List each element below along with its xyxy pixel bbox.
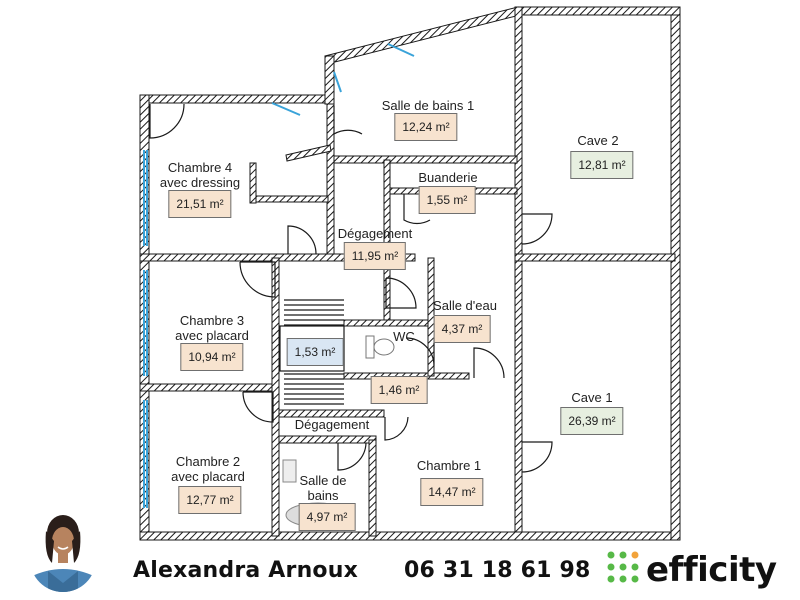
room-name-salle-d-eau: Salle d'eau — [433, 298, 497, 313]
room-area-salle-de-bains-1: 12,24 m² — [394, 113, 458, 141]
room-name-cave-1: Cave 1 — [571, 390, 613, 405]
room-area-chambre-2: 12,77 m² — [178, 486, 242, 514]
room-name-salle-de-bains: Salle de bains — [299, 473, 347, 503]
room-area-chambre-3: 10,94 m² — [180, 343, 244, 371]
agent-phone: 06 31 18 61 98 — [404, 558, 591, 583]
room-area-salle-de-bains: 4,97 m² — [298, 503, 356, 531]
room-name-wc: WC — [393, 329, 415, 344]
brand-name: efficity — [646, 550, 777, 590]
windows — [143, 43, 415, 508]
room-area-chambre-4: 21,51 m² — [168, 190, 232, 218]
room-name-degagement-bottom: Dégagement — [294, 417, 370, 432]
room-name-chambre-4: Chambre 4 avec dressing — [159, 160, 241, 190]
room-area-salle-d-eau: 4,37 m² — [433, 315, 491, 343]
room-name-cave-2: Cave 2 — [577, 133, 619, 148]
room-area-chambre-1: 14,47 m² — [420, 478, 484, 506]
interior-walls — [139, 6, 676, 537]
room-area-degagement-top: 11,95 m² — [343, 242, 407, 270]
agent-name: Alexandra Arnoux — [133, 558, 358, 583]
room-name-chambre-2: Chambre 2 avec placard — [171, 454, 245, 484]
room-area-cave-1: 26,39 m² — [560, 407, 624, 435]
room-name-chambre-1: Chambre 1 — [416, 458, 482, 473]
agent-avatar — [30, 515, 96, 592]
room-name-chambre-3: Chambre 3 avec placard — [175, 313, 249, 343]
room-area-wc: 1,46 m² — [370, 376, 428, 404]
room-name-salle-de-bains-1: Salle de bains 1 — [381, 98, 475, 113]
room-area-buanderie: 1,55 m² — [418, 186, 476, 214]
floor-plan — [139, 6, 681, 541]
wc-fixture — [365, 335, 395, 359]
room-name-degagement-top: Dégagement — [337, 226, 413, 241]
room-area-cave-2: 12,81 m² — [570, 151, 634, 179]
room-name-buanderie: Buanderie — [418, 170, 478, 185]
door-swings — [149, 103, 553, 473]
efficity-logo-icon — [607, 551, 639, 583]
room-area-escalier: 1,53 m² — [286, 338, 344, 366]
